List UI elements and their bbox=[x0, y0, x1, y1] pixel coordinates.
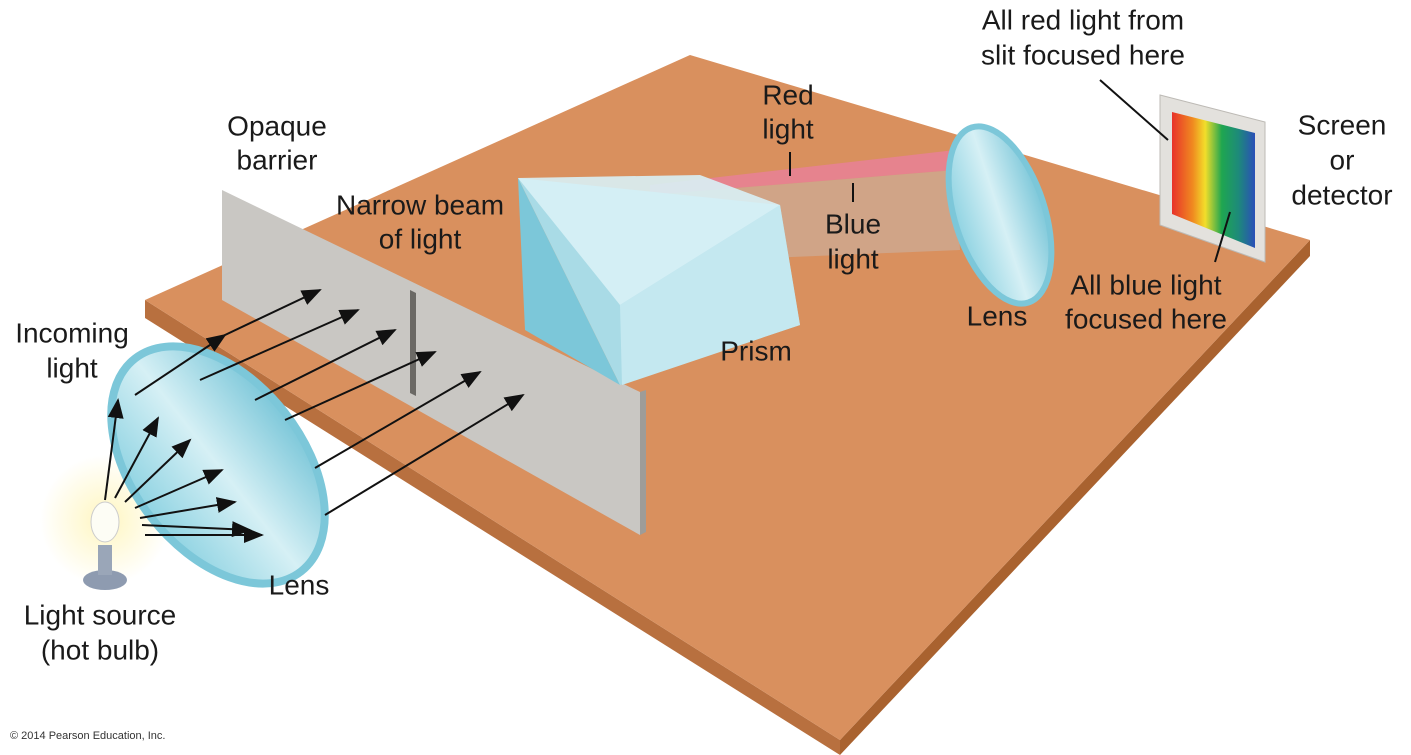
parallel-rays bbox=[134, 289, 525, 516]
label-lens-right: Lens bbox=[967, 300, 1028, 331]
leader-blue-focus bbox=[1214, 211, 1231, 263]
lens-right bbox=[945, 123, 1055, 307]
label-barrier-2: barrier bbox=[237, 144, 318, 175]
label-red-light: Red bbox=[762, 79, 813, 110]
spectrum bbox=[1172, 112, 1255, 248]
copyright: © 2014 Pearson Education, Inc. bbox=[10, 730, 165, 742]
prism bbox=[518, 175, 800, 385]
label-screen-3: detector bbox=[1291, 179, 1392, 210]
slit bbox=[410, 290, 416, 396]
label-blue-focus: All blue light bbox=[1071, 269, 1222, 300]
red-light-beam bbox=[650, 150, 955, 195]
leader-red-focus bbox=[1099, 79, 1169, 141]
label-prism: Prism bbox=[720, 335, 792, 366]
label-blue-light-2: light bbox=[827, 243, 879, 274]
label-screen: Screen bbox=[1298, 109, 1387, 140]
label-lens-left: Lens bbox=[269, 569, 330, 600]
label-barrier: Opaque bbox=[227, 110, 327, 141]
label-incoming-2: light bbox=[46, 352, 98, 383]
label-incoming: Incoming bbox=[15, 317, 129, 348]
screen-detector bbox=[1159, 94, 1266, 263]
label-source-2: (hot bulb) bbox=[41, 634, 159, 665]
label-red-light-2: light bbox=[762, 113, 814, 144]
label-red-focus: All red light from bbox=[982, 4, 1184, 35]
label-blue-light: Blue bbox=[825, 208, 881, 239]
label-screen-2: or bbox=[1330, 144, 1355, 175]
lens-left bbox=[107, 342, 329, 588]
label-source: Light source bbox=[24, 599, 177, 630]
label-red-focus-2: slit focused here bbox=[981, 39, 1185, 70]
diverging-rays bbox=[104, 398, 264, 543]
label-blue-focus-2: focused here bbox=[1065, 303, 1227, 334]
label-narrow-beam: Narrow beam bbox=[336, 189, 504, 220]
label-narrow-beam-2: of light bbox=[379, 223, 462, 254]
